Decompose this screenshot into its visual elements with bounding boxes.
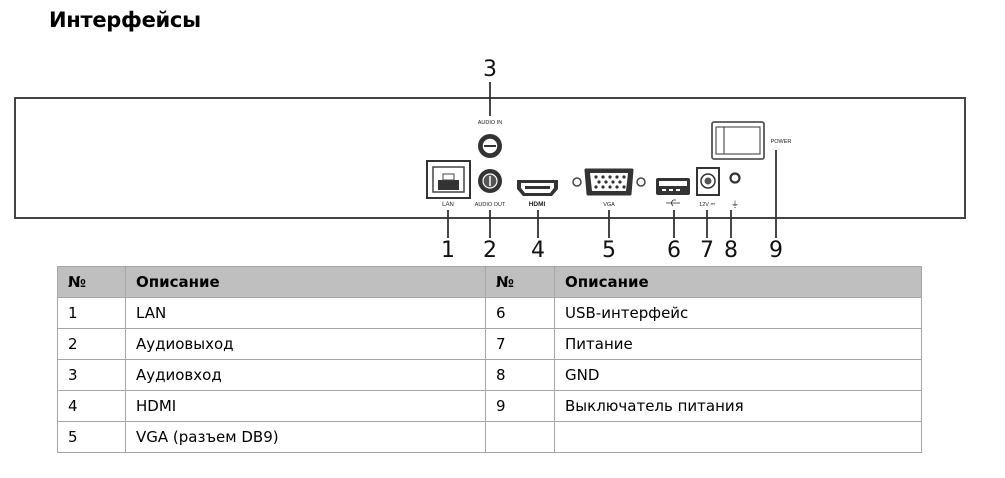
cell-number [485,421,555,453]
table-row: 3 Аудиовход 8 GND [57,359,922,391]
cell-number: 5 [57,421,126,453]
hdmi-label: HDMI [529,201,546,208]
cell-number: 8 [485,359,555,391]
table-row: 2 Аудиовыход 7 Питание [57,328,922,360]
callout-3: 3 [483,57,497,82]
rear-panel-diagram: LAN AUDIO IN AUDIO OUT HDMI VGA [14,57,966,263]
callout-7: 7 [700,238,714,263]
callout-2: 2 [483,238,497,263]
callout-1: 1 [441,238,455,263]
dc-power-jack-icon [696,167,720,196]
cell-description: GND [554,359,922,391]
lan-port-icon [426,160,471,199]
header-number: № [485,266,555,298]
interfaces-table: № Описание № Описание 1 LAN 6 USB-интерф… [57,266,922,453]
cell-number: 7 [485,328,555,360]
cell-number: 4 [57,390,126,422]
page-title: Интерфейсы [49,8,201,32]
usb-symbol-icon [666,199,680,207]
callout-5: 5 [602,238,616,263]
gnd-terminal-icon [729,172,741,184]
vga-label: VGA [603,202,615,208]
callout-8: 8 [724,238,738,263]
power-input-label: 12V ⎓ [699,202,715,208]
header-description: Описание [125,266,486,298]
cell-number: 9 [485,390,555,422]
cell-description: HDMI [125,390,486,422]
cell-description: Аудиовход [125,359,486,391]
hdmi-port-icon [517,180,558,196]
audio-in-label: AUDIO IN [478,120,502,126]
power-switch-icon [711,121,765,160]
header-description: Описание [554,266,922,298]
cell-description: Выключатель питания [554,390,922,422]
audio-out-label: AUDIO OUT [475,202,506,208]
cell-number: 2 [57,328,126,360]
cell-number: 3 [57,359,126,391]
usb-port-icon [656,178,690,195]
audio-out-port-icon [478,169,502,193]
cell-description [554,421,922,453]
audio-in-port-icon [478,134,502,158]
cell-description: LAN [125,297,486,329]
table-row: 5 VGA (разъем DB9) [57,421,922,453]
callout-9: 9 [769,238,783,263]
callout-lines [447,82,777,238]
gnd-symbol-icon: ⏚ [731,200,739,209]
cell-description: VGA (разъем DB9) [125,421,486,453]
header-number: № [57,266,126,298]
cell-number: 1 [57,297,126,329]
callout-4: 4 [531,238,545,263]
power-switch-label: POWER [771,139,792,145]
cell-number: 6 [485,297,555,329]
cell-description: Аудиовыход [125,328,486,360]
callout-6: 6 [667,238,681,263]
cell-description: Питание [554,328,922,360]
cell-description: USB-интерфейс [554,297,922,329]
lan-label: LAN [442,202,454,208]
table-header-row: № Описание № Описание [57,266,922,298]
table-row: 4 HDMI 9 Выключатель питания [57,390,922,422]
table-row: 1 LAN 6 USB-интерфейс [57,297,922,329]
vga-port-icon [572,168,646,196]
